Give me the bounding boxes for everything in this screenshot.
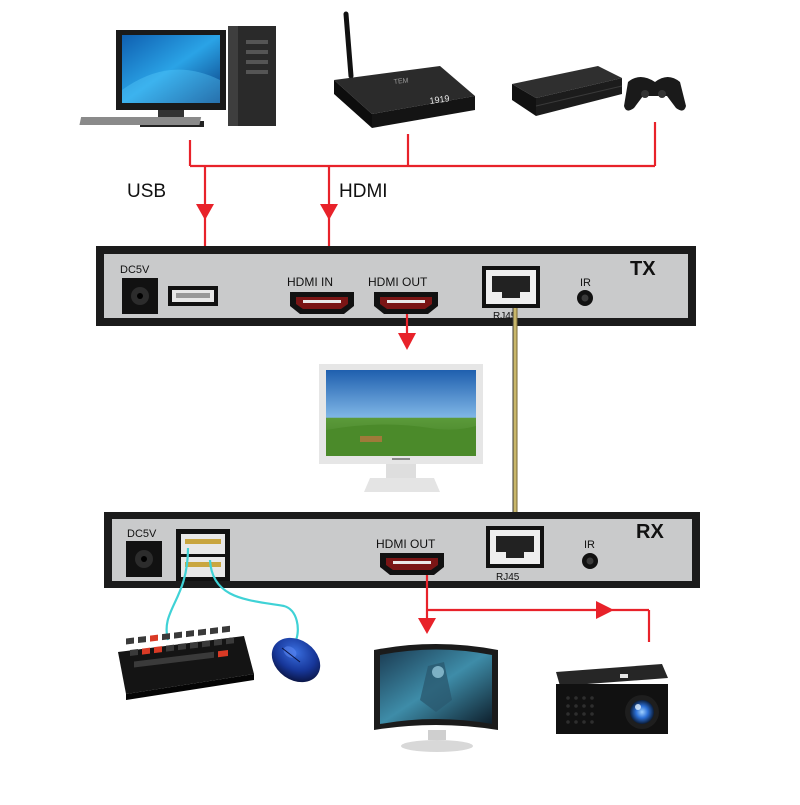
- rx-rj45-port-icon: [486, 526, 544, 568]
- arrow-right-projector: [596, 601, 614, 619]
- game-console-icon: [512, 66, 623, 116]
- tx-hdmi-in-port-icon: [290, 292, 354, 314]
- curved-monitor-icon: [374, 644, 498, 752]
- rx-ir-port-icon: [582, 553, 598, 569]
- source-signal-lines: [188, 122, 657, 262]
- tx-usb-port-icon: [168, 286, 218, 306]
- rx-dc-jack-icon: [126, 541, 162, 577]
- tx-rj45-label: RJ45: [493, 311, 517, 322]
- keyboard-icon: [118, 625, 254, 700]
- gamepad-icon: [624, 77, 686, 111]
- settop-display: 1919: [429, 93, 450, 106]
- mouse-icon: [271, 637, 321, 683]
- tx-title: TX: [630, 258, 656, 280]
- tx-ir-label: IR: [580, 277, 591, 289]
- rx-dc-label: DC5V: [127, 528, 157, 540]
- rx-hdmi-out-label: HDMI OUT: [376, 537, 436, 551]
- tx-dc-jack-icon: [122, 278, 158, 314]
- rx-ir-label: IR: [584, 539, 595, 551]
- arrow-down-usb: [196, 204, 214, 220]
- desktop-pc-icon: [79, 26, 276, 127]
- rx-rj45-label: RJ45: [496, 572, 520, 583]
- settop-box-icon: TEM 1919: [334, 11, 475, 128]
- svg-text:TEM: TEM: [393, 77, 409, 86]
- tx-hdmi-out-label: HDMI OUT: [368, 275, 428, 289]
- arrow-down-monitor: [418, 618, 436, 634]
- rx-output-signal-lines: [425, 575, 651, 642]
- tx-dc-label: DC5V: [120, 264, 150, 276]
- rx-hdmi-out-port-icon: [380, 553, 444, 575]
- rx-unit: RX DC5V HDMI OUT RJ45 IR: [104, 512, 700, 588]
- tx-hdmi-out-port-icon: [374, 292, 438, 314]
- tx-rj45-port-icon: [482, 266, 540, 308]
- local-monitor-icon: [319, 364, 483, 492]
- tx-hdmi-in-label: HDMI IN: [287, 275, 333, 289]
- rx-title: RX: [636, 521, 664, 543]
- tx-unit: TX DC5V HDMI IN HDMI OUT RJ45: [96, 246, 696, 326]
- rj45-cable: [512, 308, 518, 532]
- arrow-down-hdmi: [320, 204, 338, 220]
- usb-cables: [165, 547, 299, 641]
- hdmi-label: HDMI: [339, 181, 388, 202]
- projector-icon: [556, 664, 668, 734]
- usb-label: USB: [127, 181, 166, 202]
- local-monitor-signal: [398, 314, 416, 350]
- rx-dual-usb-port-icon: [176, 529, 230, 581]
- tx-ir-port-icon: [577, 290, 593, 306]
